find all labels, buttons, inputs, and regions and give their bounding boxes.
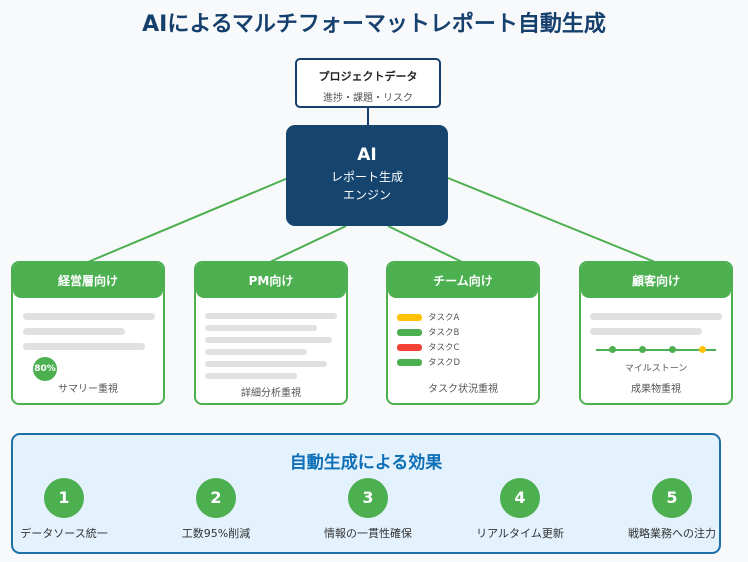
ai-engine-node: AI レポート生成 エンジン: [286, 125, 448, 226]
connector-engine-exec: [87, 177, 289, 263]
engine-line1: レポート生成: [330, 170, 403, 184]
milestone-dot-current: [699, 346, 706, 353]
task-status-swatch: [397, 328, 422, 336]
effect-item: 1 データソース統一: [0, 478, 134, 541]
task-status-swatch: [397, 358, 422, 366]
effect-label: 工数95%削減: [181, 527, 251, 540]
placeholder-line: [23, 343, 145, 350]
placeholder-line: [205, 313, 337, 319]
card-caption: 詳細分析重視: [241, 388, 301, 399]
card-title: PM向け: [196, 263, 346, 298]
report-card-pm: PM向け 詳細分析重視: [194, 261, 348, 405]
milestone-label: マイルストーン: [624, 364, 688, 374]
task-status-swatch: [397, 313, 422, 321]
effect-number-badge: 2: [196, 478, 236, 518]
placeholder-line: [205, 361, 327, 367]
effect-number-badge: 1: [44, 478, 84, 518]
milestone-dot: [609, 346, 616, 353]
effect-item: 3 情報の一貫性確保: [298, 478, 438, 541]
effect-number-badge: 4: [500, 478, 540, 518]
card-caption: タスク状況重視: [428, 384, 498, 395]
task-label: タスクD: [428, 358, 461, 368]
card-caption: サマリー重視: [58, 384, 118, 395]
effect-item: 4 リアルタイム更新: [450, 478, 590, 541]
connector-engine-team: [387, 225, 463, 263]
effect-number-badge: 3: [348, 478, 388, 518]
effect-number-badge: 5: [652, 478, 692, 518]
placeholder-line: [205, 373, 297, 379]
placeholder-line: [205, 349, 307, 355]
placeholder-line: [590, 313, 722, 320]
report-card-executive: 経営層向け 80% サマリー重視: [11, 261, 165, 405]
project-data-node: プロジェクトデータ 進捗・課題・リスク: [295, 58, 441, 108]
source-title: プロジェクトデータ: [318, 70, 418, 83]
engine-line2: エンジン: [342, 188, 391, 202]
placeholder-line: [23, 328, 125, 335]
report-card-team: チーム向け タスクA タスクB タスクC タスクD タスク状況重視: [386, 261, 540, 405]
milestone-dot: [639, 346, 646, 353]
task-row: タスクB: [397, 327, 460, 338]
placeholder-line: [205, 325, 317, 331]
connector-engine-pm: [269, 225, 347, 263]
engine-title: AI: [357, 145, 377, 165]
card-title: チーム向け: [388, 263, 538, 298]
placeholder-line: [590, 328, 702, 335]
card-title: 経営層向け: [13, 263, 163, 298]
milestone-dot: [669, 346, 676, 353]
milestone-line: [596, 349, 716, 351]
task-row: タスクD: [397, 357, 461, 368]
effect-label: リアルタイム更新: [476, 527, 564, 540]
task-label: タスクC: [428, 343, 460, 353]
page-title: AIによるマルチフォーマットレポート自動生成: [142, 12, 606, 37]
effect-label: 戦略業務への注力: [628, 527, 716, 540]
task-label: タスクA: [428, 313, 460, 323]
card-caption: 成果物重視: [631, 384, 681, 395]
source-subtitle: 進捗・課題・リスク: [323, 93, 413, 104]
effect-item: 2 工数95%削減: [146, 478, 286, 541]
summary-percent-badge: 80%: [33, 357, 57, 381]
placeholder-line: [205, 337, 332, 343]
placeholder-line: [23, 313, 155, 320]
effects-panel: 自動生成による効果 1 データソース統一 2 工数95%削減 3 情報の一貫性確…: [11, 433, 721, 554]
effects-title: 自動生成による効果: [289, 453, 443, 473]
effect-label: 情報の一貫性確保: [324, 527, 412, 540]
connector-engine-client: [447, 177, 656, 263]
task-row: タスクA: [397, 312, 460, 323]
task-status-swatch: [397, 343, 422, 351]
effect-label: データソース統一: [20, 527, 108, 540]
task-row: タスクC: [397, 342, 460, 353]
report-card-client: 顧客向け マイルストーン 成果物重視: [579, 261, 733, 405]
effect-item: 5 戦略業務への注力: [602, 478, 742, 541]
task-label: タスクB: [428, 328, 460, 338]
card-title: 顧客向け: [581, 263, 731, 298]
